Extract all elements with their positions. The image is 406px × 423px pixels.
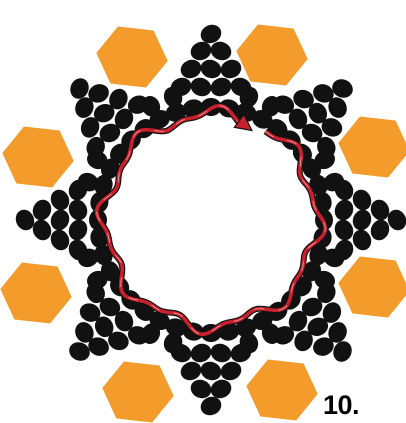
bead-114 [48, 187, 73, 213]
hexagon-5 [246, 360, 317, 421]
thread-path [97, 106, 326, 335]
bead-80 [178, 359, 204, 384]
hexagon-1 [96, 27, 167, 88]
bead-46 [350, 227, 375, 253]
bead-66 [330, 338, 355, 364]
bead-32 [329, 76, 355, 101]
hexagon-6 [102, 362, 173, 423]
bead-8 [208, 75, 234, 100]
bead-group [13, 22, 406, 419]
step-number-label: 10. [323, 390, 359, 420]
bead-113 [48, 207, 73, 233]
bead-110 [66, 197, 91, 223]
bead-7 [188, 75, 214, 100]
bead-75 [208, 341, 234, 366]
hexagon-2 [236, 25, 307, 86]
bead-10 [178, 57, 204, 82]
bead-79 [198, 359, 224, 384]
bead-112 [48, 227, 73, 253]
bead-44 [350, 187, 375, 213]
bead-45 [350, 207, 375, 233]
hexagon-4 [338, 257, 406, 318]
bead-78 [218, 359, 244, 384]
bead-12 [218, 57, 244, 82]
bead-42 [332, 217, 357, 243]
hexagon-8 [2, 127, 73, 188]
hexagon-7 [0, 263, 71, 324]
bead-100 [66, 339, 92, 364]
bead-109 [66, 217, 91, 243]
bead-11 [198, 57, 224, 82]
thread-path-group [97, 106, 326, 335]
hexagon-3 [338, 117, 406, 178]
bead-41 [332, 197, 357, 223]
bead-134 [67, 75, 92, 101]
bead-76 [188, 341, 214, 366]
